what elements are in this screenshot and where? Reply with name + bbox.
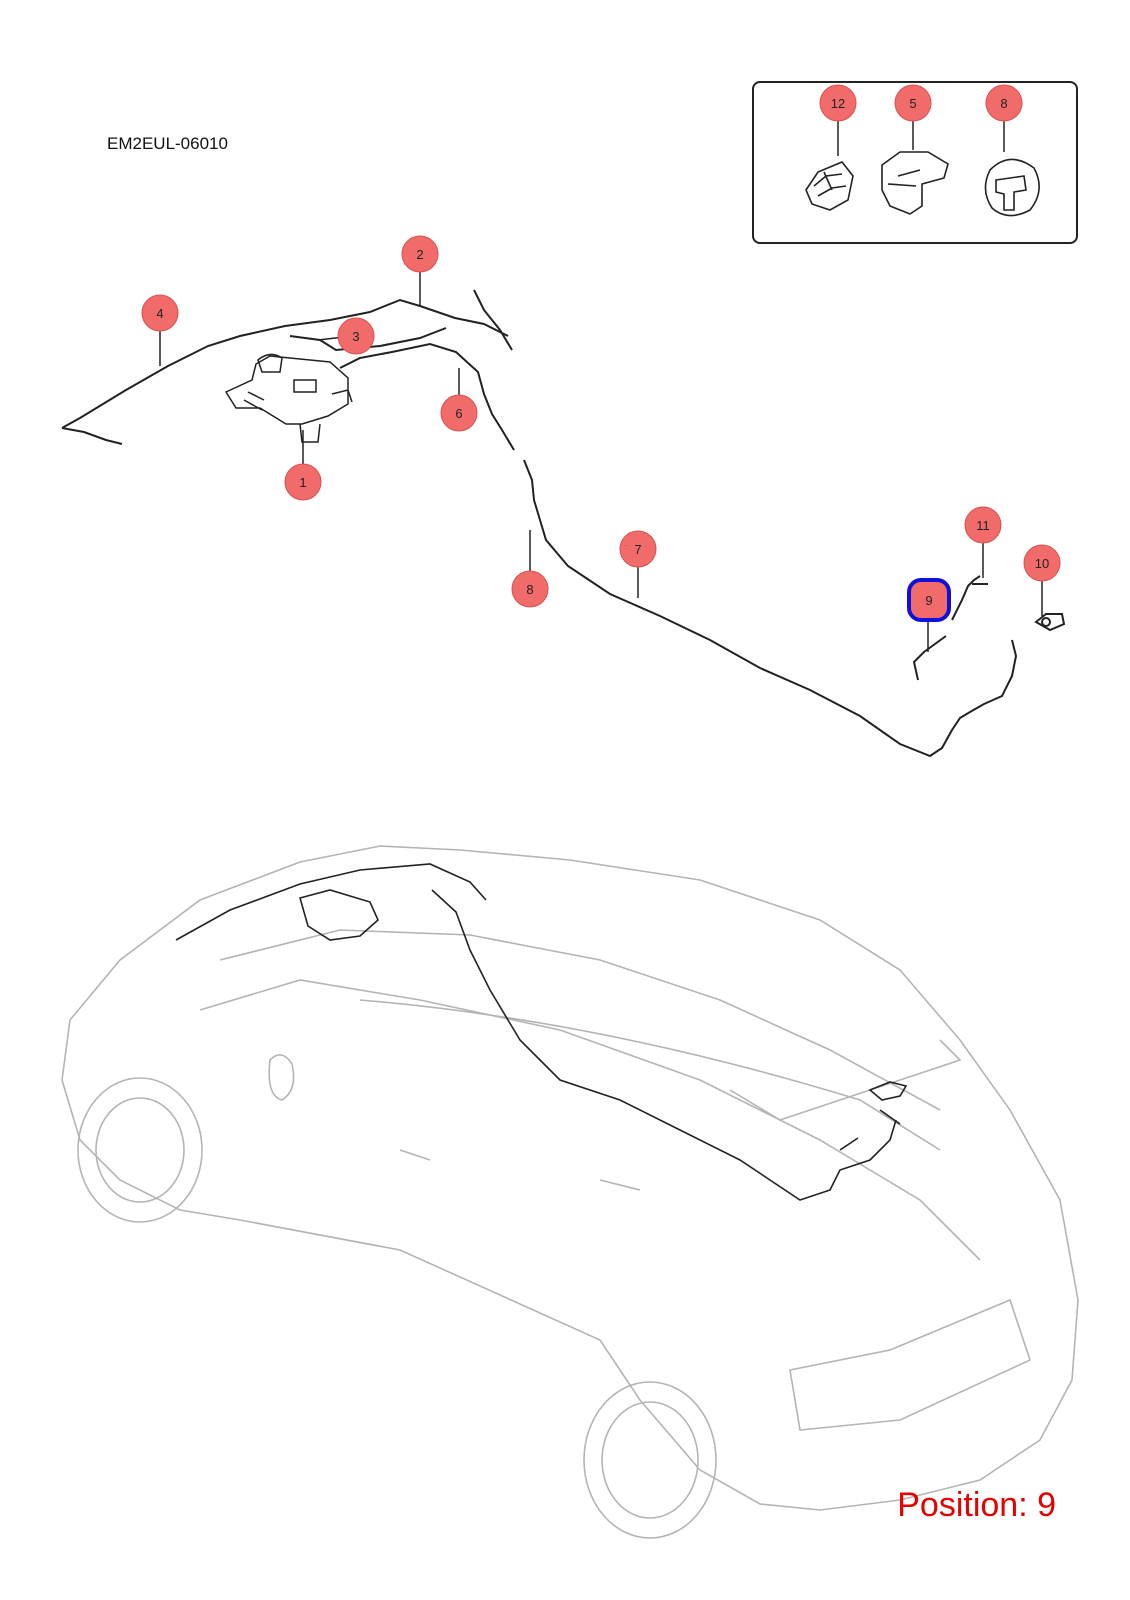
detail-inset-box [752, 81, 1078, 244]
callout-9-highlighted[interactable]: 9 [907, 578, 951, 622]
callout-10-label: 10 [1035, 556, 1049, 571]
callout-8-main-label: 8 [526, 582, 533, 597]
callout-1[interactable]: 1 [284, 463, 322, 501]
position-label: Position: 9 [897, 1486, 1056, 1524]
washer-reservoir [224, 353, 353, 443]
callout-7-label: 7 [634, 542, 641, 557]
callout-8-inset[interactable]: 8 [985, 84, 1023, 122]
callout-4-label: 4 [156, 306, 163, 321]
callout-8-inset-label: 8 [1000, 96, 1007, 111]
vehicle-outline [61, 845, 1079, 1539]
callout-8-main[interactable]: 8 [511, 570, 549, 608]
callout-3[interactable]: 3 [337, 317, 375, 355]
callout-12-label: 12 [831, 96, 845, 111]
callout-10[interactable]: 10 [1023, 544, 1061, 582]
callout-5[interactable]: 5 [894, 84, 932, 122]
callout-2-label: 2 [416, 247, 423, 262]
clip-part-5 [881, 151, 949, 215]
callout-2[interactable]: 2 [401, 235, 439, 273]
clip-part-12 [805, 161, 854, 211]
callout-12[interactable]: 12 [819, 84, 857, 122]
vehicle-hose-overlay [175, 863, 908, 1201]
callout-3-label: 3 [352, 329, 359, 344]
diagram-code: EM2EUL-06010 [107, 134, 228, 153]
washer-hoses [61, 289, 1018, 758]
callout-9-label: 9 [925, 593, 932, 608]
callout-11[interactable]: 11 [964, 506, 1002, 544]
callout-1-label: 1 [299, 475, 306, 490]
callout-4[interactable]: 4 [141, 294, 179, 332]
callout-6-label: 6 [455, 406, 462, 421]
callout-5-label: 5 [909, 96, 916, 111]
callout-11-label: 11 [976, 518, 990, 533]
connector-10 [1034, 613, 1066, 632]
grommet-part-8 [984, 158, 1040, 217]
callout-7[interactable]: 7 [619, 530, 657, 568]
callout-6[interactable]: 6 [440, 394, 478, 432]
